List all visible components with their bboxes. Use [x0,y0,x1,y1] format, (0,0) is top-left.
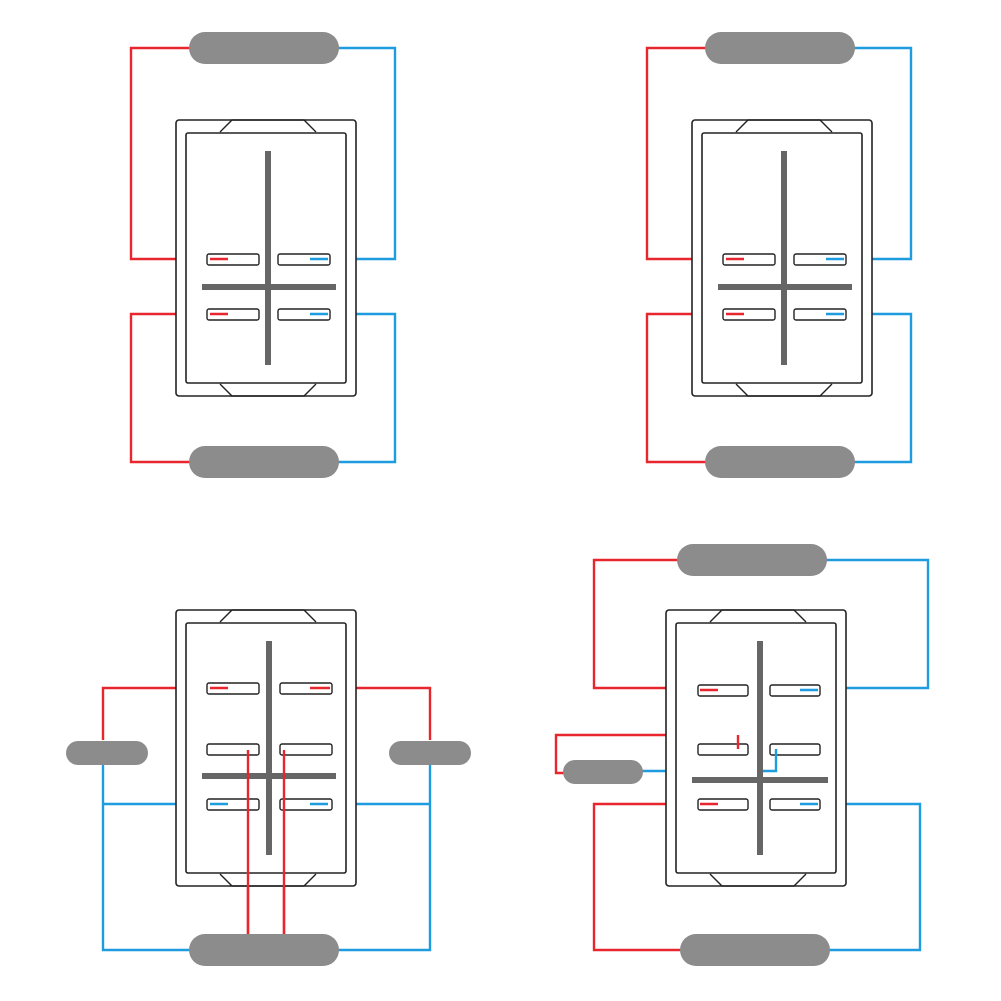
load-bottom [680,934,830,966]
rocker-switch [665,609,847,887]
terminal-1 [206,682,260,695]
negative-wire-left [101,764,191,952]
rocker-switch [691,119,873,397]
cross-vertical [266,641,272,855]
terminal-1 [697,684,749,697]
terminal-2 [279,682,333,695]
diagram-top-left [129,32,397,478]
load-bottom [705,446,855,478]
load-left [66,741,148,765]
negative-wire-bottom [800,802,922,952]
positive-wire-bottom [592,802,718,952]
terminal-4 [769,743,821,756]
diagram-bottom-left [66,609,471,966]
cross-vertical [781,151,787,365]
load-top [705,32,855,64]
terminal-3 [206,308,260,321]
positive-wire-top [592,558,718,690]
terminal-1 [206,253,260,266]
terminal-wire-stubs [210,257,844,806]
cross-vertical [265,151,271,365]
negative-wire-middle-front [763,749,778,773]
cross-vertical [757,641,763,855]
terminal-3 [722,308,776,321]
load-middle [563,760,643,784]
negative-wire-right [337,764,432,952]
rocker-switch [175,609,357,887]
rocker-switch [175,119,357,397]
terminal-3 [697,743,749,756]
cross-horizontal [202,773,336,779]
terminal-6 [769,798,821,811]
diagram-top-right [645,32,913,478]
load-bottom [189,934,339,966]
terminal-4 [279,743,333,756]
cross-horizontal [692,777,828,783]
terminal-1 [722,253,776,266]
terminal-4 [277,308,331,321]
terminal-5 [206,798,260,811]
load-top [189,32,339,64]
terminal-2 [793,253,847,266]
terminal-4 [793,308,847,321]
terminal-2 [277,253,331,266]
terminal-5 [697,798,749,811]
negative-wire-top [800,558,930,690]
terminal-6 [279,798,333,811]
load-top [677,544,827,576]
load-right [389,741,471,765]
cross-horizontal [718,284,852,290]
diagram-bottom-right [554,544,930,966]
load-bottom [189,446,339,478]
terminal-2 [769,684,821,697]
cross-horizontal [202,284,336,290]
terminal-3 [206,743,260,756]
